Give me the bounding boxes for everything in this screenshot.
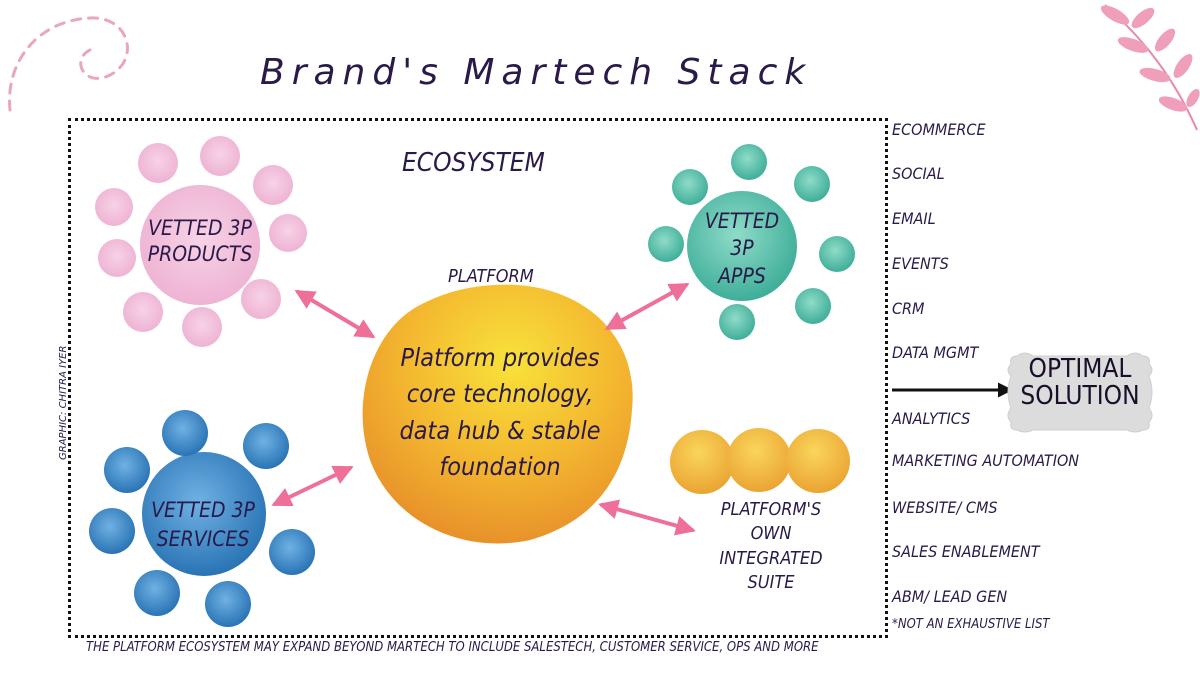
category-analytics: ANALYTICS [892,409,971,428]
optimal-solution-line: SOLUTION [1020,381,1140,412]
apps-label-line: 3P [730,236,754,261]
category-data-mgmt: DATA MGMT [892,343,979,362]
products-satellite [269,214,307,252]
not-exhaustive-note: *NOT AN EXHAUSTIVE LIST [892,617,1050,632]
page-title: Brand's Martech Stack [260,52,813,93]
category-ecommerce: ECOMMERCE [892,120,986,139]
services-satellite [104,447,150,493]
apps-satellite [795,288,831,324]
suite-label: PLATFORM'S OWN INTEGRATED SUITE [706,498,836,595]
arrow-suite-platform [598,499,696,536]
category-email: EMAIL [892,209,936,228]
services-label-line: VETTED 3P [151,498,255,522]
services-satellite [89,508,135,554]
apps-hub [687,191,797,301]
suite-label-line: INTEGRATED [719,547,823,569]
ecosystem-label: ECOSYSTEM [402,148,545,178]
category-website-cms: WEBSITE/ CMS [892,498,998,517]
services-satellite [134,570,180,616]
optimal-solution-line: OPTIMAL [1028,354,1132,384]
products-label: VETTED 3P PRODUCTS [135,216,265,267]
decorative-dashed-swirl [8,16,129,112]
apps-label: VETTED 3P APPS [692,208,792,290]
products-satellite [123,292,163,332]
decorative-leaf-branch [1100,4,1200,131]
services-satellite [243,423,289,469]
arrow-apps-platform [604,283,690,330]
platform-label: PLATFORM [448,266,534,287]
products-satellite [98,239,136,277]
optimal-solution-text: OPTIMAL SOLUTION [1010,354,1150,412]
suite-label-line: PLATFORM'S [720,499,822,520]
services-label-line: SERVICES [156,527,250,552]
apps-satellite [819,236,855,272]
suite-circle [727,428,791,492]
apps-satellite [731,144,767,180]
products-hub [140,185,260,305]
arrow-services-platform [271,465,354,507]
products-satellite [95,188,133,226]
services-satellite [162,410,208,456]
arrow-products-platform [294,289,376,339]
category-abm-lead-gen: ABM/ LEAD GEN [892,587,1008,606]
graphic-credit: GRAPHIC: CHITRA IYER [58,345,69,460]
products-satellite [138,143,178,183]
suite-circle [670,430,734,494]
apps-satellite [719,304,755,340]
services-cluster [89,410,315,627]
products-label-line: VETTED 3P [148,216,252,240]
services-satellite [205,581,251,627]
ecosystem-frame [68,118,888,638]
apps-label-line: VETTED [704,209,780,233]
category-marketing-automation: MARKETING AUTOMATION [892,451,1080,470]
apps-cluster [648,144,855,340]
products-satellite [200,136,240,176]
category-social: SOCIAL [892,164,945,183]
platform-blob [362,284,633,544]
apps-label-line: APPS [718,263,766,288]
apps-satellite [672,169,708,205]
category-sales-enablement: SALES ENABLEMENT [892,542,1040,561]
optimal-solution-badge [1007,352,1153,433]
platform-description: Platform provides core technology, data … [399,343,601,481]
footer-note: THE PLATFORM ECOSYSTEM MAY EXPAND BEYOND… [86,640,819,655]
suite-cluster [670,428,850,494]
services-satellite [269,529,315,575]
products-label-line: PRODUCTS [147,241,253,266]
apps-satellite [648,226,684,262]
products-satellite [241,279,281,319]
category-events: EVENTS [892,254,949,273]
suite-circle [786,429,850,493]
suite-label-line: OWN [750,523,792,545]
apps-satellite [794,166,830,202]
products-satellite [253,165,293,205]
suite-label-line: SUITE [747,571,795,593]
products-cluster [95,136,307,347]
products-satellite [182,307,222,347]
services-hub [142,452,266,576]
services-label: VETTED 3P SERVICES [138,496,268,555]
category-crm: CRM [892,299,925,318]
